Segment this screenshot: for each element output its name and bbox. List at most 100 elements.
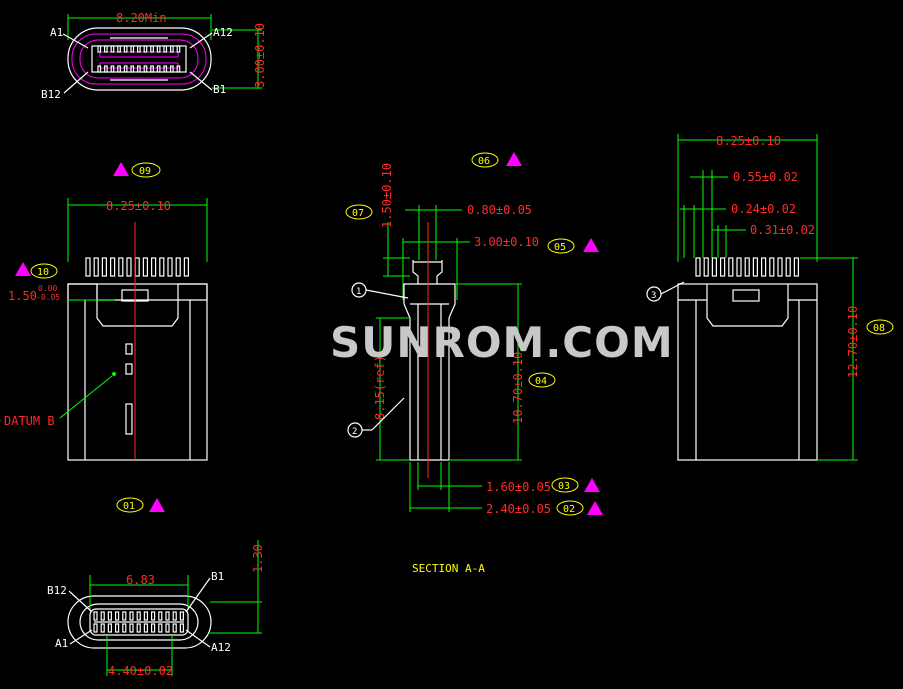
section-dim-pin: 0.80±0.05 <box>467 203 532 217</box>
contact-pin <box>151 257 157 277</box>
top-label-a1: A1 <box>50 26 63 39</box>
side-dim-height: 12.70±0.10 <box>846 306 860 378</box>
contact-pin <box>134 257 140 277</box>
contact-pin <box>785 257 791 277</box>
contact-pin <box>179 623 184 633</box>
marker-triangle-03 <box>584 478 600 492</box>
side-dim-pitch3: 0.31±0.02 <box>750 223 815 237</box>
contact-pin <box>163 65 168 73</box>
bottom-dim-height: 1.30 <box>251 544 265 573</box>
contact-pin <box>719 257 726 277</box>
contact-pin <box>151 623 156 633</box>
section-dim-length: 10.70±0.10 <box>511 352 525 424</box>
bottom-label-a12: A12 <box>211 641 231 654</box>
contact-pin <box>744 257 750 277</box>
front-dim-offset-upper: 0.00 <box>38 284 57 293</box>
side-dim-pitch2: 0.24±0.02 <box>731 202 796 216</box>
contact-pin <box>165 611 170 621</box>
callout-1: 1 <box>356 287 361 297</box>
top-label-b12: B12 <box>41 88 61 101</box>
front-dim-width: 8.25±0.10 <box>106 199 171 213</box>
contact-pin <box>150 45 154 53</box>
balloon-07: 07 <box>352 208 364 219</box>
contact-pin <box>163 45 168 53</box>
balloon-04: 04 <box>535 376 547 387</box>
contact-pin <box>107 623 113 633</box>
contact-pin <box>136 611 141 621</box>
bottom-label-b12: B12 <box>47 584 67 597</box>
balloon-08: 08 <box>873 323 885 334</box>
contact-pin <box>777 257 783 277</box>
front-dim-offset: 1.50 <box>8 289 37 303</box>
contact-pin <box>136 623 141 633</box>
contact-pin <box>793 257 800 277</box>
bottom-view: 6.83 4.40±0.02 1.30 B12 B1 A1 A12 <box>47 540 265 678</box>
contact-pin <box>167 257 173 277</box>
contact-pin <box>129 623 134 633</box>
contact-pin <box>143 45 148 53</box>
contact-pin <box>703 257 709 277</box>
contact-pin <box>93 257 99 277</box>
marker-triangle-02 <box>587 501 603 515</box>
contact-pin <box>93 623 98 633</box>
contact-pin <box>769 257 775 277</box>
watermark: SUNROM.COM <box>330 318 674 367</box>
contact-pin <box>143 65 148 73</box>
contact-pin <box>123 65 128 73</box>
balloon-06: 06 <box>478 156 490 167</box>
contact-pin <box>97 65 102 73</box>
contact-pin <box>101 257 108 277</box>
contact-pin <box>122 623 127 633</box>
contact-pin <box>760 257 767 277</box>
contact-pin <box>143 611 148 621</box>
contact-pin <box>736 257 742 277</box>
contact-pin <box>158 611 163 621</box>
top-receptacle-view: 8.20Min 3.00±0.10 A1 A12 B12 B1 <box>41 11 267 101</box>
contact-pin <box>118 257 124 277</box>
section-dim-inner-width: 1.60±0.05 <box>486 480 551 494</box>
bottom-dim-outer: 4.40±0.02 <box>108 664 173 678</box>
contact-pin <box>130 45 135 53</box>
contact-pin <box>117 45 121 53</box>
contact-pin <box>159 257 165 277</box>
balloon-10: 10 <box>37 267 49 278</box>
contact-pin <box>97 45 102 53</box>
contact-pin <box>126 257 132 277</box>
balloon-09: 09 <box>139 166 151 177</box>
contact-pin <box>143 623 148 633</box>
contact-pin <box>107 611 113 621</box>
contact-pin <box>151 611 156 621</box>
callout-2: 2 <box>352 427 357 437</box>
contact-pin <box>110 65 115 73</box>
contact-pin <box>170 65 174 73</box>
top-dim-height: 3.00±0.10 <box>253 23 267 88</box>
contact-pin <box>114 611 120 621</box>
contact-pin <box>711 257 718 277</box>
contact-pin <box>752 257 759 277</box>
section-dim-shell: 3.00±0.10 <box>474 235 539 249</box>
contact-pin <box>176 65 181 73</box>
contact-pin <box>175 257 181 277</box>
top-dim-width: 8.20Min <box>116 11 167 25</box>
contact-pin <box>93 611 98 621</box>
contact-pin <box>122 611 127 621</box>
balloon-05: 05 <box>554 242 566 253</box>
marker-triangle-10 <box>15 262 31 276</box>
section-dim-outer-width: 2.40±0.05 <box>486 502 551 516</box>
contact-pin <box>172 623 177 633</box>
contact-pin <box>117 65 121 73</box>
contact-pin <box>130 65 135 73</box>
marker-triangle-09 <box>113 162 129 176</box>
contact-pin <box>170 45 174 53</box>
balloon-03: 03 <box>558 481 570 492</box>
balloon-01: 01 <box>123 501 135 512</box>
contact-pin <box>100 623 105 633</box>
bottom-label-b1: B1 <box>211 570 224 583</box>
contact-pin <box>695 257 701 277</box>
contact-pin <box>176 45 181 53</box>
bottom-dim-inner: 6.83 <box>126 573 155 587</box>
callout-3: 3 <box>651 291 656 301</box>
contact-pin <box>137 65 141 73</box>
datum-b-label: DATUM B <box>4 414 55 428</box>
